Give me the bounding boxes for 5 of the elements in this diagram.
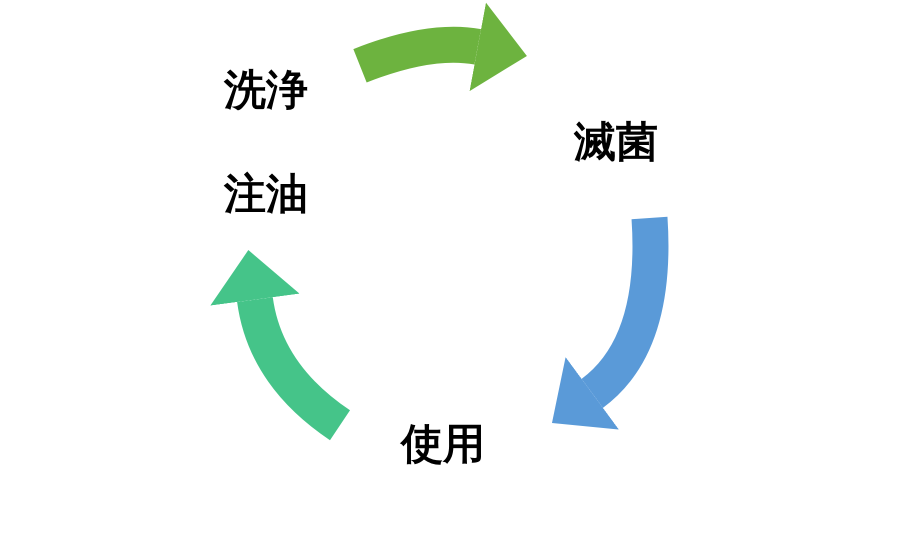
curved-arrow (554, 217, 668, 428)
step-label: 滅菌 (574, 116, 658, 168)
step-label: 使用 (401, 418, 485, 470)
step-label: 洗浄 (224, 64, 308, 116)
step-label: 注油 (224, 168, 308, 220)
